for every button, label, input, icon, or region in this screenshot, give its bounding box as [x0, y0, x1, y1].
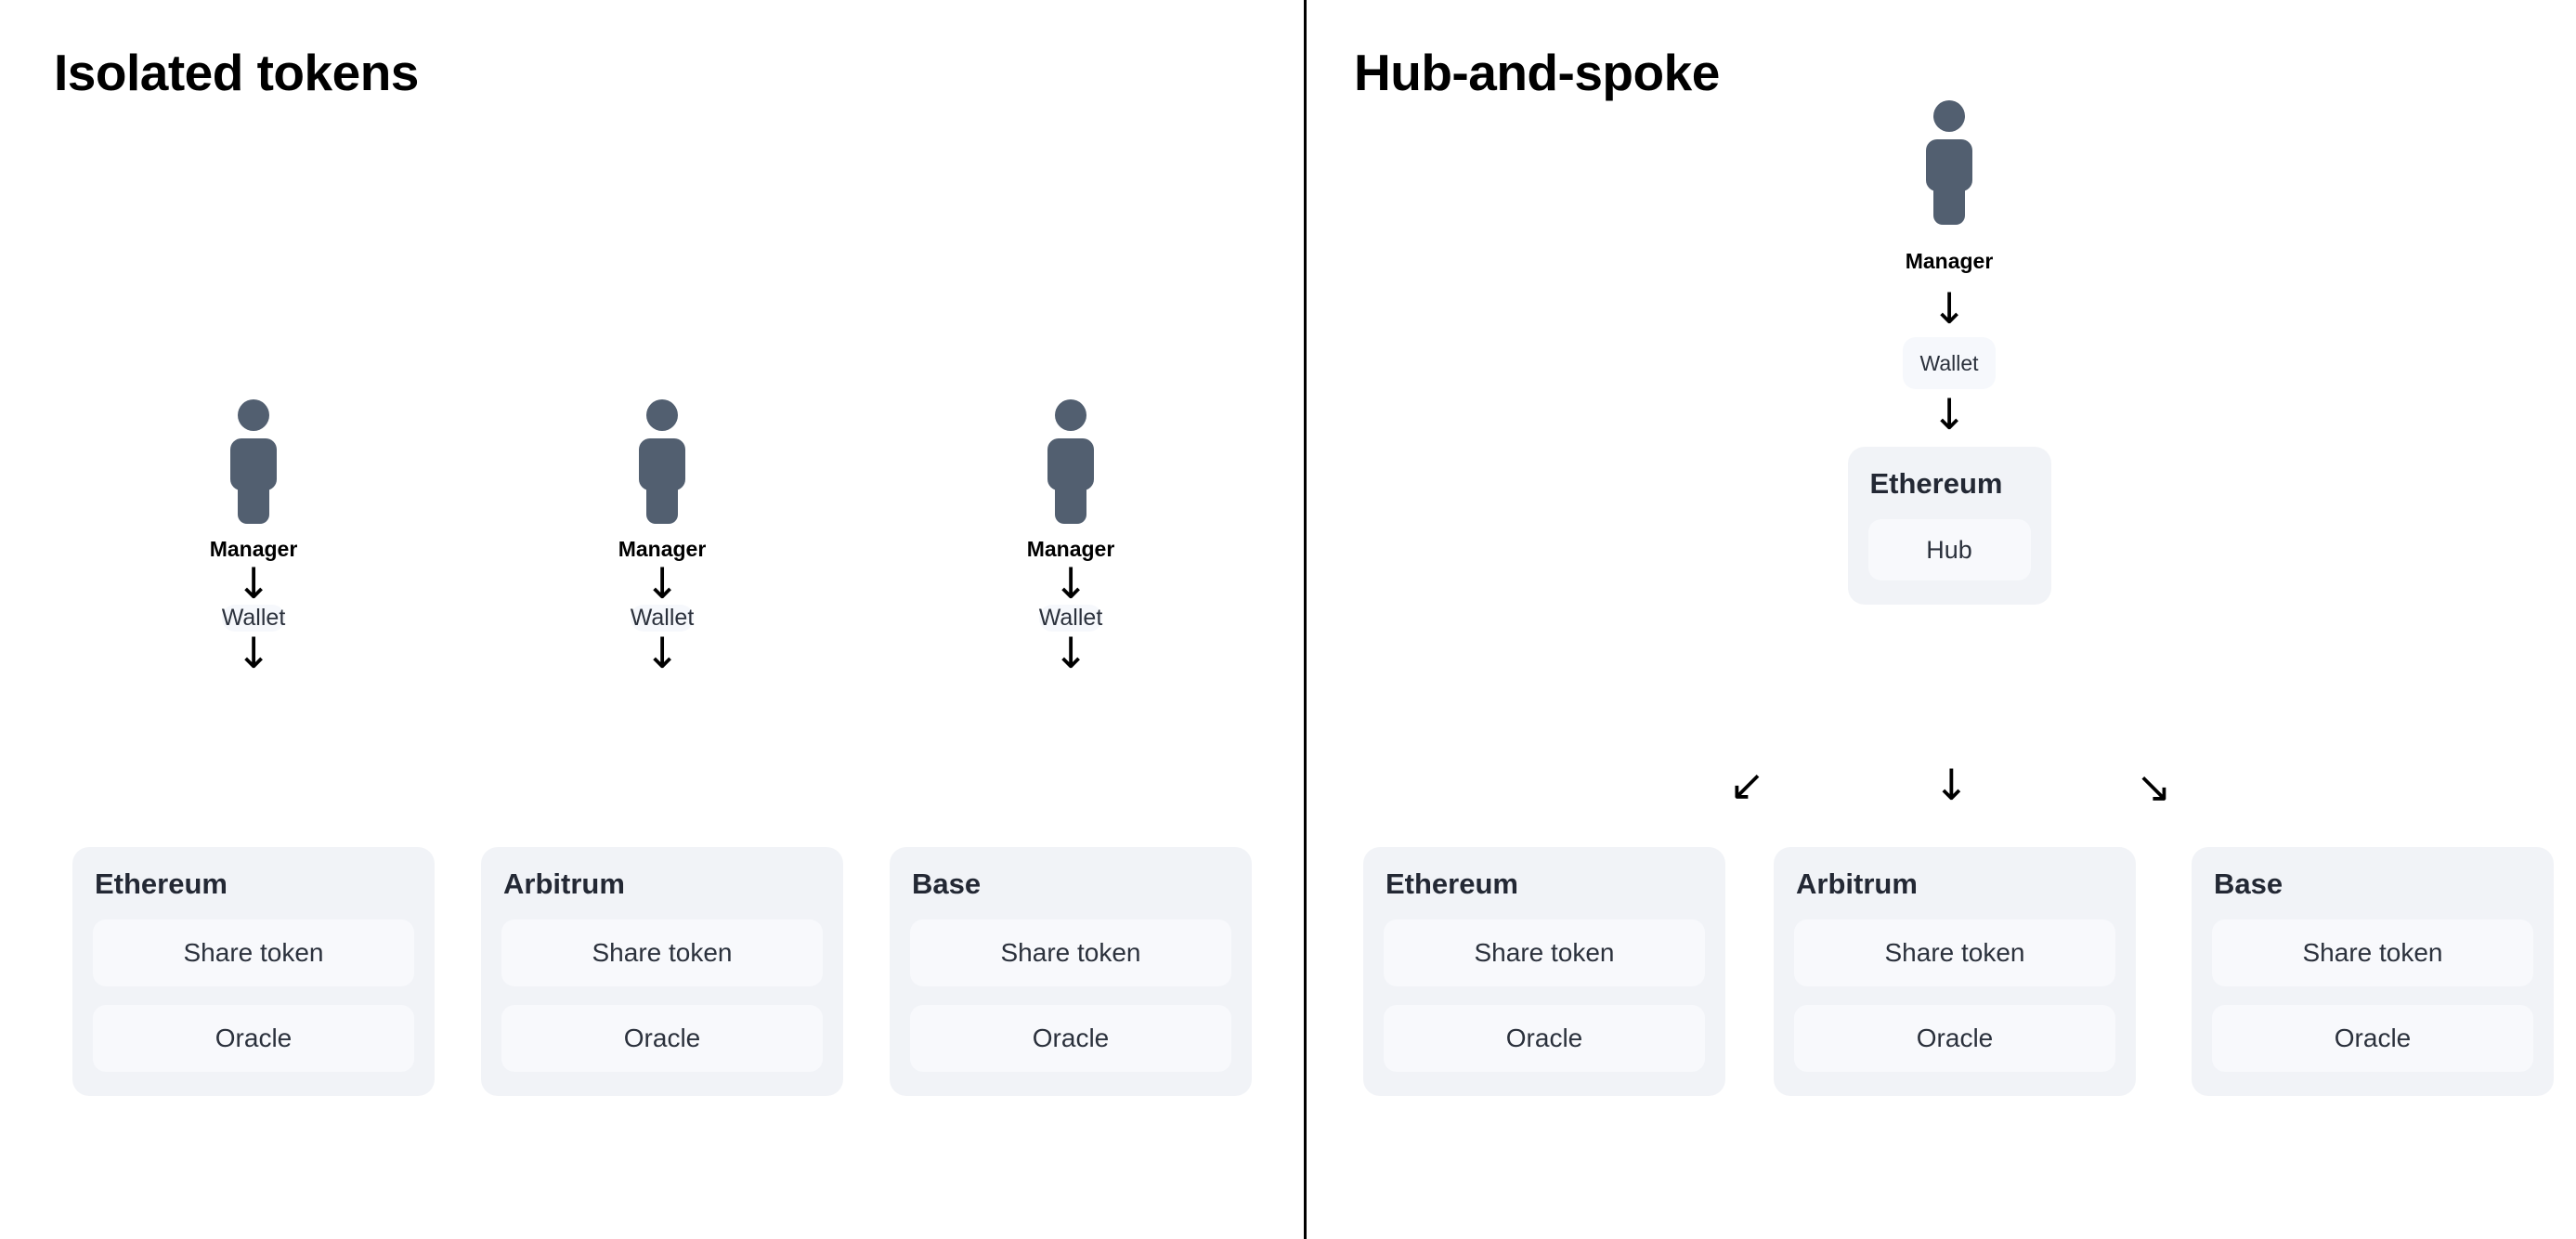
arrow-down-left-icon: ↙: [1729, 760, 1765, 810]
person-legs-icon: [1055, 477, 1086, 524]
component-share-token: Share token: [93, 919, 414, 986]
wallet-pill: Wallet: [1038, 605, 1103, 632]
arrow-down-icon: ↓: [1052, 558, 1089, 608]
hub-chain-card-ethereum: Ethereum Hub: [1847, 447, 2051, 605]
arrow-down-icon: ↓: [1931, 283, 1968, 333]
chain-name-label: Arbitrum: [503, 867, 625, 900]
arrow-down-icon: ↓: [1052, 628, 1089, 678]
spoke-card-base: Base Share token Oracle: [2192, 847, 2554, 1096]
spoke-card-arbitrum: Arbitrum Share token Oracle: [1774, 847, 2136, 1096]
person-head-icon: [1055, 399, 1086, 431]
arrow-down-icon: ↓: [1933, 760, 1970, 810]
person-head-icon: [646, 399, 678, 431]
manager-label: Manager: [1905, 249, 1994, 273]
arrow-down-right-icon: ↘: [2136, 762, 2172, 812]
arrow-down-icon: ↓: [644, 628, 681, 678]
arrow-down-icon: ↓: [235, 628, 272, 678]
arrow-down-icon: ↓: [1931, 389, 1968, 439]
person-legs-icon: [238, 477, 269, 524]
wallet-pill: Wallet: [1903, 337, 1996, 389]
person-icon: [636, 399, 688, 537]
component-share-token: Share token: [1384, 919, 1705, 986]
person-legs-icon: [646, 477, 678, 524]
component-oracle: Oracle: [2212, 1005, 2533, 1072]
hub-stack: Manager ↓ Wallet ↓ Ethereum Hub: [1768, 100, 2130, 605]
isolated-tokens-title: Isolated tokens: [54, 44, 419, 101]
component-share-token: Share token: [2212, 919, 2533, 986]
person-icon: [228, 399, 280, 537]
chain-name-label: Ethereum: [1869, 467, 2003, 500]
component-share-token: Share token: [910, 919, 1231, 986]
manager-label: Manager: [209, 537, 298, 561]
person-icon: [1923, 100, 1975, 238]
component-oracle: Oracle: [501, 1005, 823, 1072]
spoke-card-ethereum: Ethereum Share token Oracle: [1363, 847, 1725, 1096]
component-hub: Hub: [1867, 519, 2031, 580]
hub-and-spoke-panel: Hub-and-spoke: [1307, 0, 2576, 1239]
component-share-token: Share token: [1794, 919, 2115, 986]
chain-card-base: Base Share token Oracle: [890, 847, 1252, 1096]
arrow-down-icon: ↓: [644, 558, 681, 608]
manager-label: Manager: [618, 537, 707, 561]
person-head-icon: [1933, 100, 1965, 132]
chain-card-ethereum: Ethereum Share token Oracle: [72, 847, 435, 1096]
isolated-tokens-panel: Isolated tokens Manager ↓ Wallet ↓ Manag…: [54, 44, 1252, 1096]
chain-name-label: Ethereum: [95, 867, 228, 900]
component-oracle: Oracle: [1794, 1005, 2115, 1072]
chain-card-arbitrum: Arbitrum Share token Oracle: [481, 847, 843, 1096]
component-oracle: Oracle: [1384, 1005, 1705, 1072]
chain-name-label: Base: [2214, 867, 2283, 900]
component-oracle: Oracle: [910, 1005, 1231, 1072]
arrow-down-icon: ↓: [235, 558, 272, 608]
hub-and-spoke-title: Hub-and-spoke: [1354, 44, 1720, 101]
manager-label: Manager: [1026, 537, 1115, 561]
wallet-pill: Wallet: [630, 605, 695, 632]
wallet-pill: Wallet: [221, 605, 286, 632]
component-oracle: Oracle: [93, 1005, 414, 1072]
chain-name-label: Ethereum: [1386, 867, 1518, 900]
isolated-column-1-top: Manager ↓ Wallet ↓: [72, 399, 435, 674]
panel-divider: [1304, 0, 1307, 1239]
isolated-column-3-top: Manager ↓ Wallet ↓: [890, 399, 1252, 674]
person-legs-icon: [1933, 178, 1965, 225]
isolated-column-2-top: Manager ↓ Wallet ↓: [481, 399, 843, 674]
person-icon: [1045, 399, 1097, 537]
chain-name-label: Arbitrum: [1796, 867, 1918, 900]
chain-name-label: Base: [912, 867, 982, 900]
component-share-token: Share token: [501, 919, 823, 986]
person-head-icon: [238, 399, 269, 431]
